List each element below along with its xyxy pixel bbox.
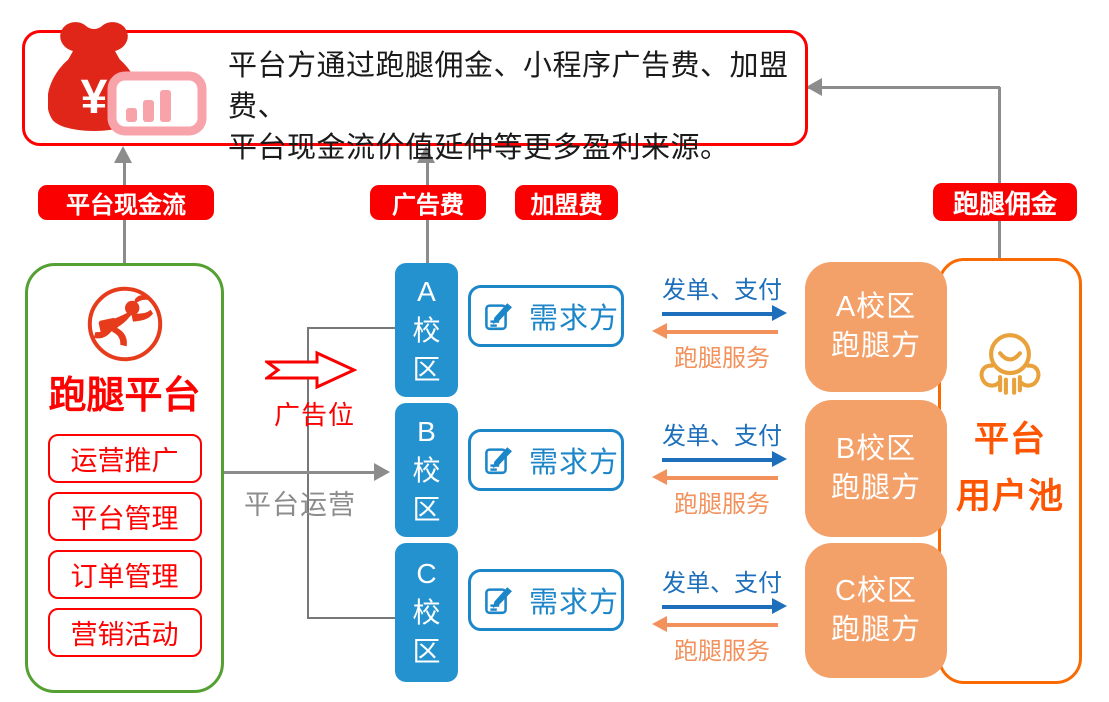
campus-c-box: C校区 [395, 543, 458, 682]
errand-service-arrow [666, 476, 778, 480]
user-pool-box: 平台 用户池 [938, 258, 1082, 684]
send-pay-label-a: 发单、支付 [662, 277, 782, 304]
campus-b-label: B校区 [412, 415, 441, 525]
badge-franchise-fee: 加盟费 [515, 185, 618, 220]
edit-note-icon [485, 303, 512, 331]
user-pool-label-line1: 平台 [973, 420, 1046, 459]
ad-slot-label: 广告位 [274, 400, 356, 430]
operation-arrow-line [218, 471, 376, 474]
demand-box-c: 需求方 [468, 569, 624, 631]
bar-chart-icon [107, 71, 207, 136]
edit-note-icon [485, 447, 512, 475]
demand-label-c: 需求方 [529, 587, 620, 619]
runner-c-line1: C校区 [835, 574, 917, 607]
campus-c-label: C校区 [412, 558, 441, 667]
send-pay-label-b: 发单、支付 [662, 423, 782, 450]
feature-operations-promo: 运营推广 [47, 434, 202, 483]
campus-a-box: A校区 [395, 263, 458, 397]
feature-marketing-activities: 营销活动 [47, 608, 202, 657]
revenue-text-line1: 平台方通过跑腿佣金、小程序广告费、加盟费、 [228, 50, 789, 123]
runner-b-line2: 跑腿方 [830, 471, 921, 504]
campus-a-label: A校区 [412, 275, 441, 385]
edit-note-icon [485, 587, 512, 615]
badge-errand-commission: 跑腿佣金 [933, 183, 1077, 221]
badge-platform-cashflow: 平台现金流 [38, 185, 214, 220]
runner-box-a: A校区 跑腿方 [805, 262, 947, 392]
send-pay-label-c: 发单、支付 [662, 570, 782, 597]
errand-service-label-b: 跑腿服务 [674, 491, 770, 518]
runner-b-line1: B校区 [835, 432, 917, 465]
errand-platform-box: 跑腿平台 运营推广 平台管理 订单管理 营销活动 [25, 263, 224, 693]
commission-arrowhead [806, 78, 822, 96]
operation-arrowhead [374, 463, 390, 481]
revenue-summary-text: 平台方通过跑腿佣金、小程序广告费、加盟费、 平台现金流价值延伸等更多盈利来源。 [228, 46, 798, 169]
feature-platform-management: 平台管理 [47, 492, 202, 541]
commission-line-vertical [998, 87, 1001, 258]
send-pay-arrow [662, 605, 774, 609]
send-pay-arrowhead [772, 598, 787, 614]
campus-b-box: B校区 [395, 403, 458, 537]
cashflow-arrowhead [114, 146, 132, 163]
runner-box-b: B校区 跑腿方 [805, 400, 947, 537]
errand-service-label-a: 跑腿服务 [674, 345, 770, 372]
feature-order-management: 订单管理 [47, 550, 202, 599]
demand-label-a: 需求方 [529, 303, 620, 335]
adfee-arrowhead [417, 146, 435, 163]
errand-service-arrowhead [652, 323, 667, 339]
branch-line-campus-c [307, 617, 395, 619]
revenue-text-line2: 平台现金流价值延伸等更多盈利来源。 [228, 132, 730, 164]
runner-a-line1: A校区 [835, 291, 917, 323]
runner-c-line2: 跑腿方 [830, 613, 921, 646]
user-pool-label-line2: 用户池 [955, 477, 1064, 516]
badge-ad-fee: 广告费 [370, 185, 486, 220]
demand-box-a: 需求方 [468, 285, 624, 347]
errand-service-arrowhead [652, 616, 667, 632]
yuan-symbol: ¥ [81, 71, 108, 124]
runner-box-c: C校区 跑腿方 [805, 543, 947, 678]
errand-service-arrow [666, 330, 778, 334]
errand-service-arrow [666, 623, 778, 627]
runner-a-line2: 跑腿方 [830, 330, 921, 362]
flow-group-c: 发单、支付 跑腿服务 [652, 565, 792, 665]
send-pay-arrowhead [772, 305, 787, 321]
errand-service-label-c: 跑腿服务 [674, 638, 770, 665]
send-pay-arrowhead [772, 451, 787, 467]
money-bag-icon: ¥ [48, 22, 207, 136]
user-pool-icon [973, 331, 1047, 397]
flow-group-a: 发单、支付 跑腿服务 [652, 272, 792, 372]
demand-label-b: 需求方 [529, 447, 620, 479]
errand-service-arrowhead [652, 469, 667, 485]
send-pay-arrow [662, 458, 774, 462]
branch-line-campus-a [307, 327, 395, 329]
operation-label: 平台运营 [244, 490, 356, 520]
block-arrow-right-icon [265, 350, 357, 390]
commission-line-horizontal [808, 86, 1000, 89]
demand-box-b: 需求方 [468, 429, 624, 491]
send-pay-arrow [662, 312, 774, 316]
errand-runner-icon [85, 284, 165, 364]
flow-group-b: 发单、支付 跑腿服务 [652, 418, 792, 518]
platform-title: 跑腿平台 [48, 375, 201, 417]
